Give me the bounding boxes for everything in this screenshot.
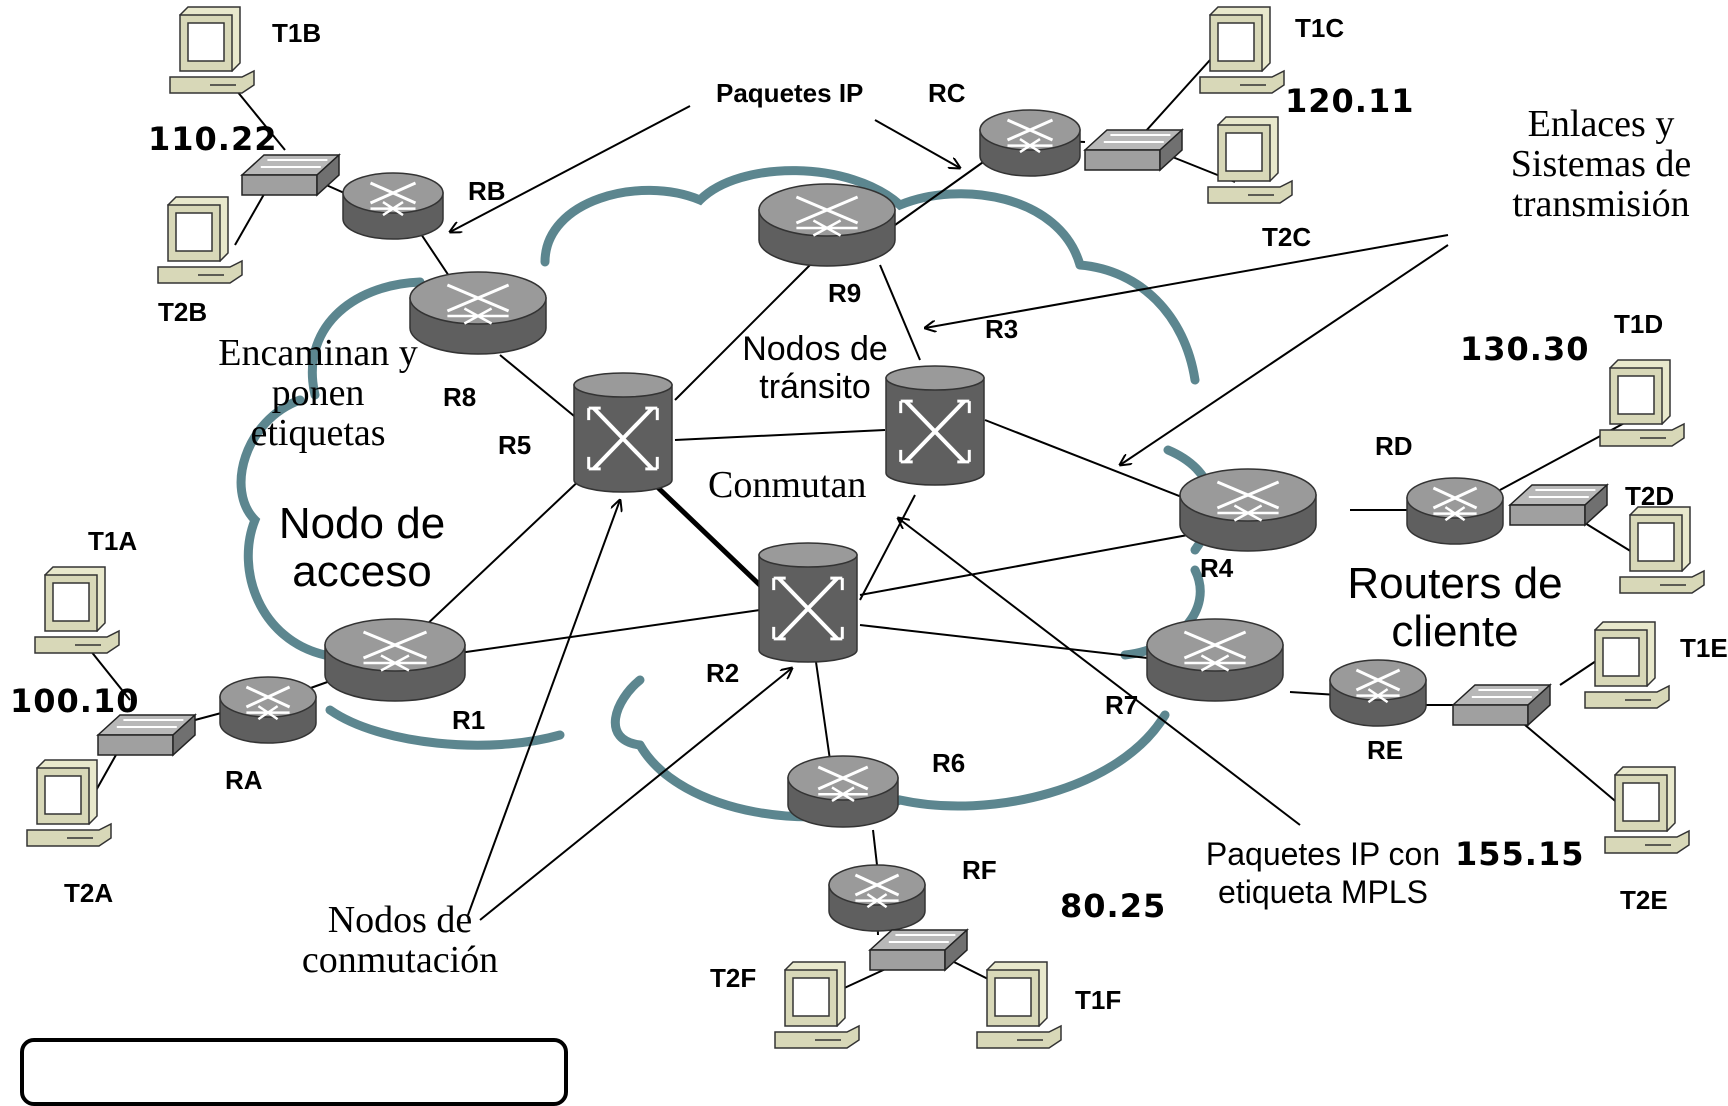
label-t2e: T2E <box>1620 885 1668 915</box>
annotation-encaminan-line3: etiquetas <box>250 412 386 454</box>
terminal-t2e <box>1604 766 1690 854</box>
label-t2b: T2B <box>158 297 208 327</box>
annotation-routers-cliente-line2: cliente <box>1391 607 1519 656</box>
terminal-t1d <box>1599 359 1685 447</box>
router-r6 <box>787 755 899 828</box>
terminal-t2c <box>1207 116 1293 204</box>
label-r9: R9 <box>828 278 862 308</box>
ip-suffix-a: 100.10 <box>10 682 140 720</box>
annotation-nodos-conmutacion-line1: Nodos de <box>327 899 473 941</box>
label-r5: R5 <box>498 430 532 460</box>
terminal-t1a <box>34 566 120 654</box>
annotation-encaminan-line1: Encaminan y <box>218 332 418 374</box>
terminal-t2d <box>1619 506 1705 594</box>
hub-c <box>1083 128 1184 172</box>
annotation-mpls: Paquetes IP con etiqueta MPLS <box>1178 835 1468 911</box>
label-t1a: T1A <box>88 526 138 556</box>
label-t2d: T2D <box>1625 481 1675 511</box>
label-t2f: T2F <box>710 963 757 993</box>
terminal-t2f <box>774 961 860 1049</box>
switch-r3 <box>885 365 985 486</box>
annotation-nodos-conmutacion-line2: conmutación <box>301 939 499 981</box>
annotation-nodo-acceso: Nodo de acceso <box>272 500 452 596</box>
ip-suffix-c: 120.11 <box>1285 82 1415 120</box>
router-r4 <box>1179 468 1317 552</box>
annotation-nodos-transito-line2: tránsito <box>759 368 871 406</box>
annotation-nodos-conmutacion: Nodos de conmutación <box>280 900 520 980</box>
hub-a <box>96 713 197 757</box>
hub-d <box>1508 483 1609 527</box>
hub-f <box>868 928 969 972</box>
annotation-nodos-transito: Nodos de tránsito <box>710 330 920 406</box>
annotation-enlaces-line1: Enlaces y <box>1527 103 1675 145</box>
ip-suffix-b: 110.22 <box>148 120 278 158</box>
router-ra <box>219 676 317 744</box>
label-rd: RD <box>1375 431 1413 461</box>
annotation-enlaces-line3: transmisión <box>1512 183 1690 225</box>
label-r7: R7 <box>1105 690 1139 720</box>
router-r8 <box>409 271 547 355</box>
router-rf <box>828 864 926 932</box>
hub-e <box>1451 683 1552 727</box>
annotation-arrows <box>450 105 1449 921</box>
annotation-enlaces-line2: Sistemas de <box>1510 143 1692 185</box>
terminal-t1f <box>976 961 1062 1049</box>
bottom-panel <box>20 1038 568 1106</box>
terminal-t1b <box>169 6 255 94</box>
annotation-mpls-line2: etiqueta MPLS <box>1218 874 1428 910</box>
annotation-paquetes-ip: Paquetes IP <box>716 78 864 108</box>
terminal-t2a <box>26 759 112 847</box>
label-t1b: T1B <box>272 18 322 48</box>
annotation-routers-cliente: Routers de cliente <box>1330 560 1580 656</box>
network-diagram <box>26 6 1705 1049</box>
router-re <box>1329 659 1427 727</box>
router-rd <box>1406 477 1504 545</box>
annotation-routers-cliente-line1: Routers de <box>1347 559 1563 608</box>
hub-b <box>240 153 341 197</box>
label-r2: R2 <box>706 658 740 688</box>
switch-r2 <box>758 542 858 663</box>
label-r1: R1 <box>452 705 486 735</box>
label-t1c: T1C <box>1295 13 1345 43</box>
annotation-nodos-transito-line1: Nodos de <box>742 330 888 368</box>
label-t1d: T1D <box>1614 309 1664 339</box>
ip-suffix-e: 155.15 <box>1455 835 1585 873</box>
label-rb: RB <box>468 176 506 206</box>
annotation-encaminan: Encaminan y ponen etiquetas <box>198 333 438 453</box>
label-rc: RC <box>928 78 966 108</box>
label-t2c: T2C <box>1262 222 1312 252</box>
label-r3: R3 <box>985 314 1019 344</box>
router-r7 <box>1146 618 1284 702</box>
label-r4: R4 <box>1200 553 1234 583</box>
switch-r5 <box>573 372 673 493</box>
label-r8: R8 <box>443 382 477 412</box>
label-re: RE <box>1367 735 1404 765</box>
router-rb <box>342 172 444 240</box>
annotation-enlaces: Enlaces y Sistemas de transmisión <box>1490 104 1712 224</box>
annotation-encaminan-line2: ponen <box>271 372 365 414</box>
annotation-nodo-acceso-line2: acceso <box>292 547 432 596</box>
label-t2a: T2A <box>64 878 114 908</box>
annotation-nodo-acceso-line1: Nodo de <box>278 499 446 548</box>
terminal-t1e <box>1584 621 1670 709</box>
terminal-t1c <box>1199 6 1285 94</box>
label-ra: RA <box>225 765 263 795</box>
label-rf: RF <box>962 855 997 885</box>
router-rc <box>979 109 1081 177</box>
annotation-conmutan: Conmutan <box>708 464 867 506</box>
label-t1e: T1E <box>1680 633 1728 663</box>
annotation-mpls-line1: Paquetes IP con <box>1205 836 1441 872</box>
label-r6: R6 <box>932 748 966 778</box>
router-r9 <box>758 183 896 267</box>
label-t1f: T1F <box>1075 985 1122 1015</box>
ip-suffix-d: 130.30 <box>1460 330 1590 368</box>
router-r1 <box>324 618 466 702</box>
terminal-t2b <box>157 196 243 284</box>
ip-suffix-f: 80.25 <box>1060 887 1167 925</box>
